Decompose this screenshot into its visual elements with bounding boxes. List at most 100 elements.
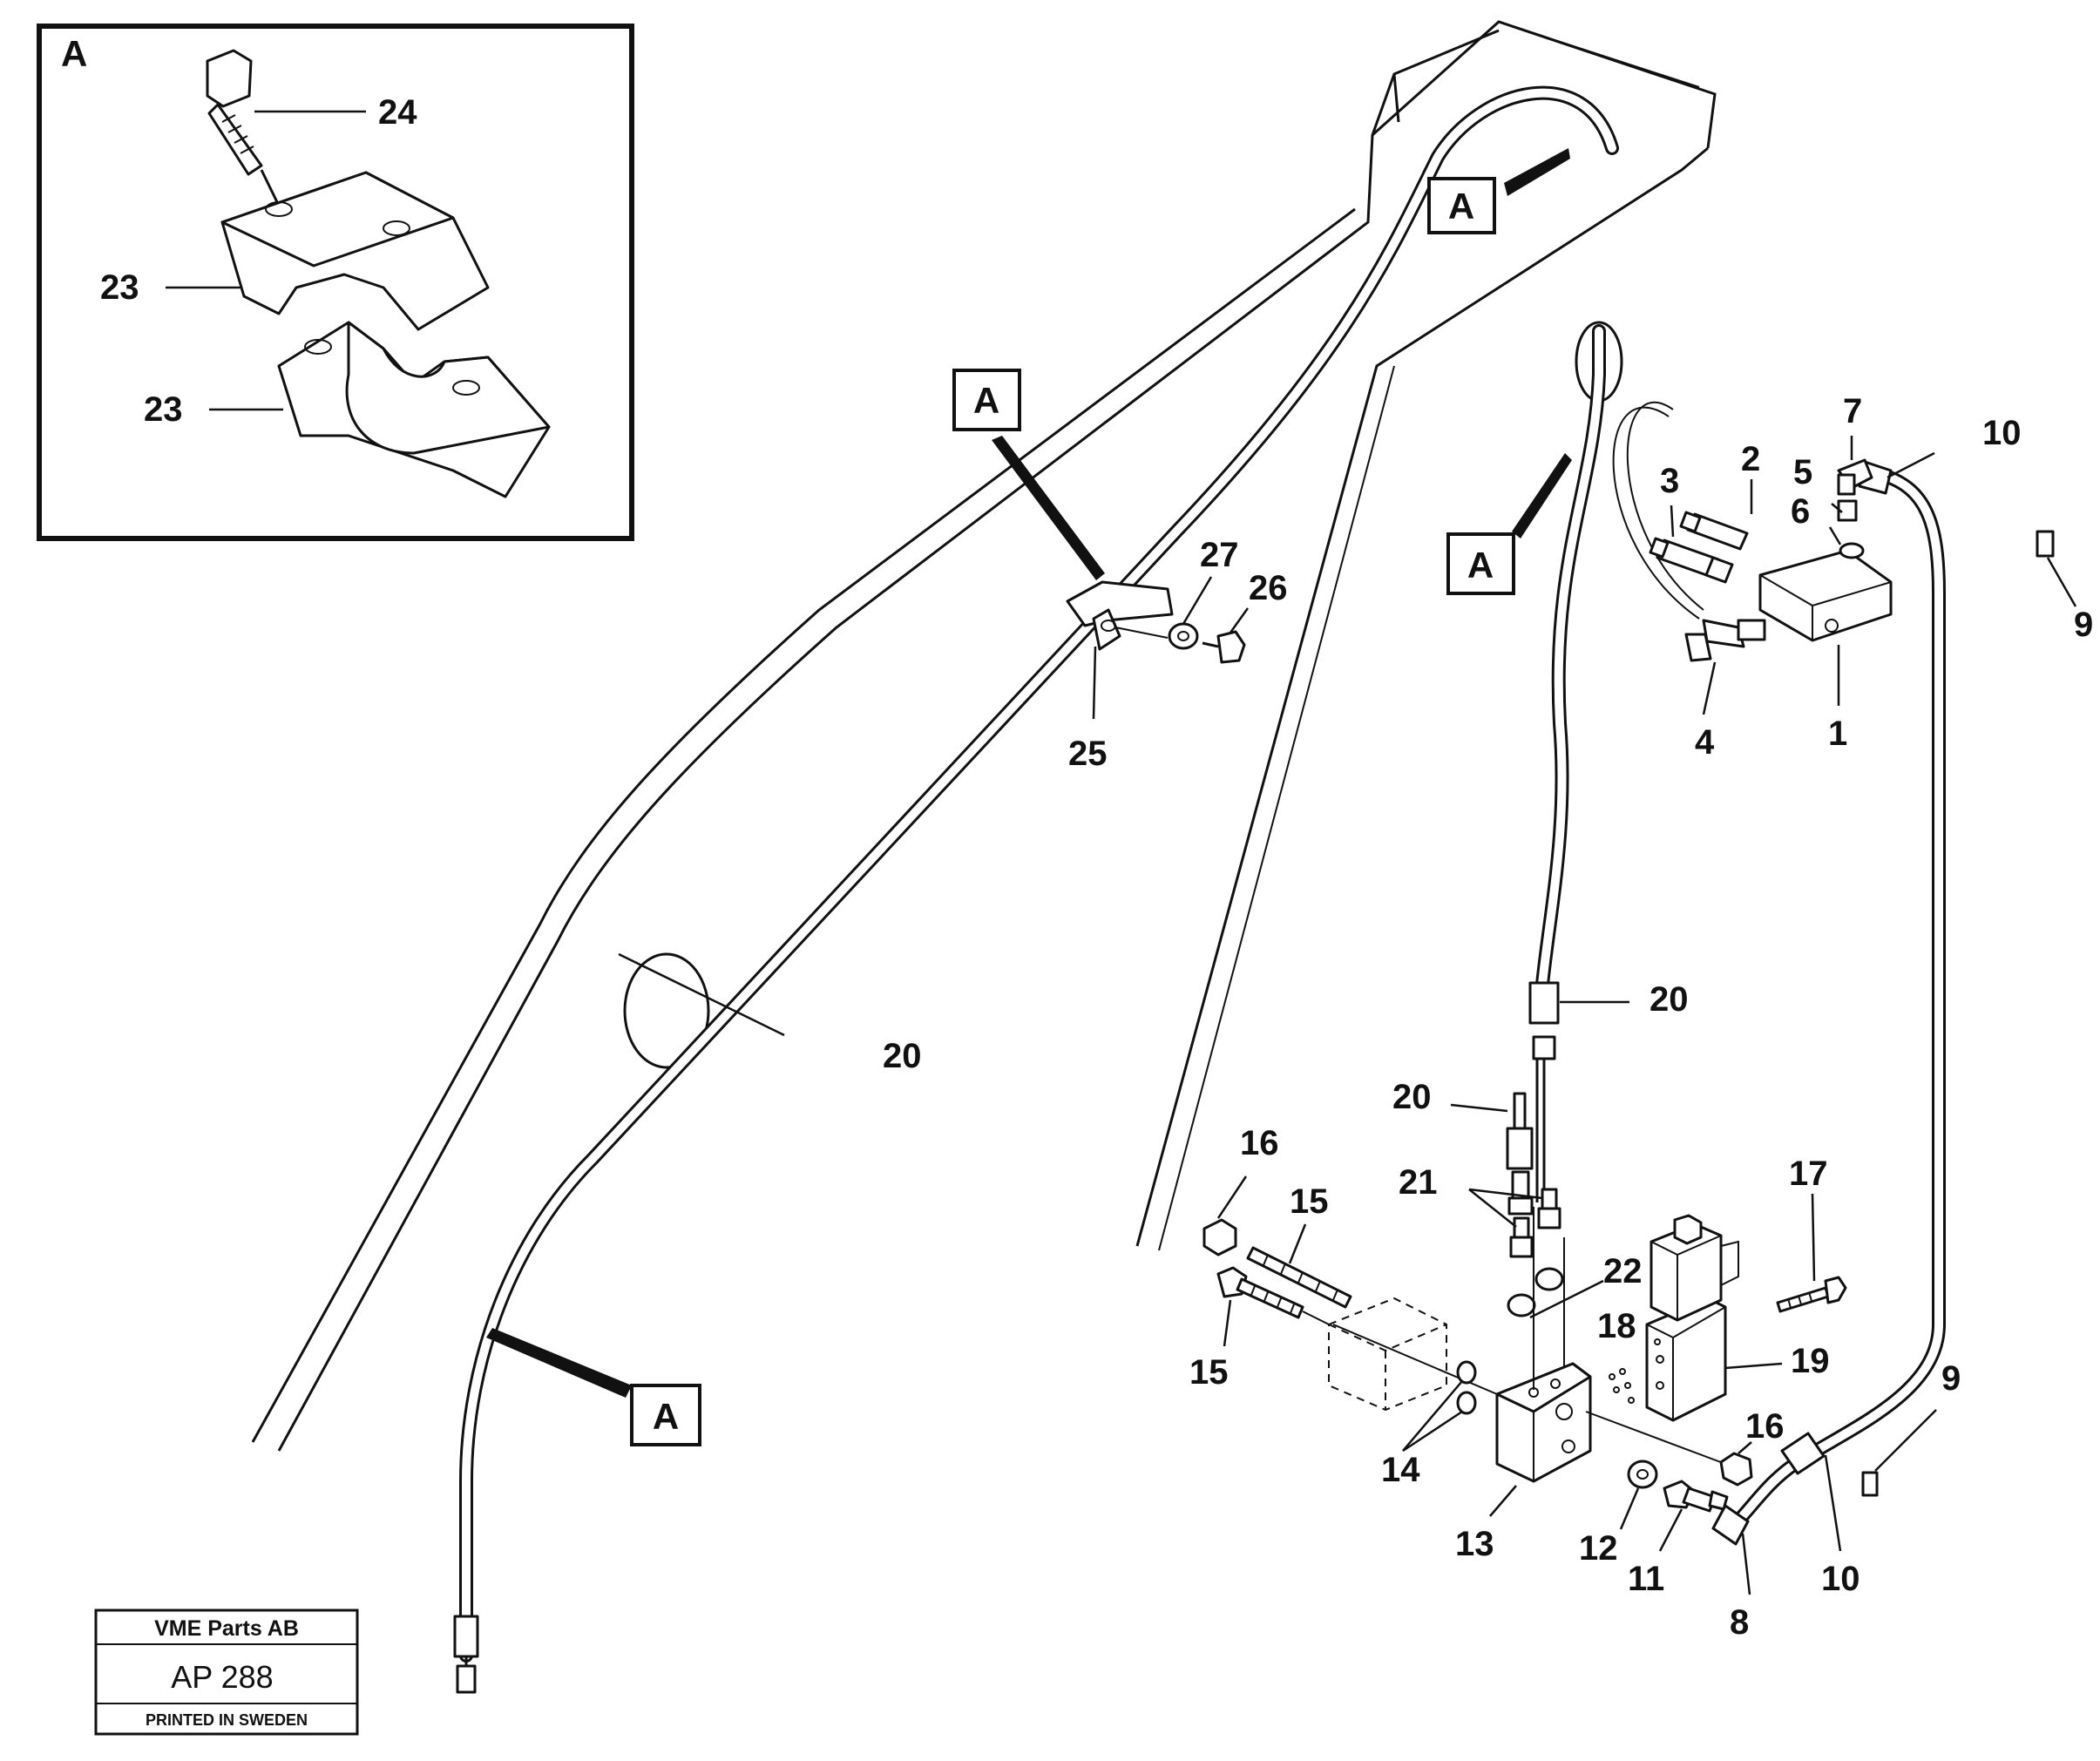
callout-23a: 23 [100, 268, 139, 307]
callout-16a: 16 [1240, 1124, 1279, 1162]
leader-line [618, 952, 785, 1037]
leader-line [1468, 1188, 1543, 1200]
callout-10b: 10 [1821, 1560, 1860, 1598]
leader-line [1738, 1441, 1752, 1454]
leader-line [1468, 1189, 1517, 1228]
oring-icon [1456, 1360, 1477, 1385]
callout-15a: 15 [1290, 1182, 1329, 1221]
hose-fitting [1711, 1504, 1750, 1546]
connector-icon [1684, 619, 1766, 662]
stud-bolt-icon [1246, 1246, 1352, 1309]
callout-5: 5 [1793, 453, 1812, 491]
stamp-company: VME Parts AB [154, 1616, 299, 1641]
callout-21: 21 [1399, 1163, 1438, 1202]
washer-icon [1168, 622, 1199, 650]
assembly-line [1332, 1324, 1498, 1395]
leader-line [1658, 1508, 1683, 1552]
callout-23b: 23 [144, 390, 183, 429]
callout-16b: 16 [1745, 1407, 1785, 1446]
leader-line [1229, 607, 1250, 633]
callout-14: 14 [1381, 1451, 1420, 1489]
svg-text:A: A [653, 1396, 679, 1437]
solenoid-valve-icon [1645, 1214, 1739, 1422]
callout-12: 12 [1579, 1529, 1618, 1568]
callout-19: 17 [1789, 1155, 1828, 1193]
callout-7: 7 [1843, 392, 1862, 430]
leader-line [1288, 1223, 1307, 1264]
svg-text:A: A [973, 380, 999, 421]
oring-icon [1456, 1391, 1477, 1415]
bolt-icon [1216, 1266, 1330, 1325]
leader-line [1402, 1380, 1463, 1452]
hose-20-vertical [1528, 324, 1606, 1202]
leader-line [1874, 1409, 1937, 1472]
inset-detail-a: A 24 23 23 [37, 24, 634, 541]
clamp-half-upper-icon [220, 171, 490, 331]
stamp-box: VME Parts AB AP 288 PRINTED IN SWEDEN [94, 1609, 359, 1736]
callout-25: 25 [1068, 735, 1108, 773]
sensor-icon [1649, 537, 1734, 584]
leader-line [1887, 451, 1935, 479]
stamp-code: AP 288 [171, 1659, 273, 1695]
callout-26: 26 [1249, 569, 1288, 607]
callout-17: 19 [1791, 1342, 1830, 1380]
svg-text:A: A [1467, 545, 1494, 586]
leader-line [1831, 503, 1843, 513]
callout-22: 22 [1603, 1252, 1643, 1290]
washer-icon [1627, 1460, 1658, 1489]
leader-line [1529, 1279, 1604, 1319]
hose-10-right [1711, 460, 1946, 1546]
valve-block-icon [1758, 549, 1893, 642]
oring-set-icon [1609, 1368, 1635, 1404]
clip-icon [1861, 1471, 1879, 1497]
nipple-icon [1537, 1188, 1561, 1229]
callout-9a: 9 [2074, 606, 2093, 644]
hose-fitting [453, 1615, 479, 1658]
washer-icon [1507, 1293, 1536, 1317]
clip-icon [2036, 530, 2055, 558]
bolt-icon [206, 49, 281, 207]
hose-fitting [456, 1664, 477, 1694]
leader-line [1702, 661, 1717, 715]
callout-10a: 10 [1982, 414, 2022, 452]
adapter-icon [1663, 1480, 1729, 1513]
inset-label: A [61, 33, 87, 74]
leader-line [1619, 1487, 1640, 1530]
callout-20b: 20 [1650, 980, 1689, 1019]
fitting-icon [1506, 1092, 1534, 1216]
callout-3: 3 [1660, 462, 1679, 500]
callout-20c: 20 [1392, 1078, 1432, 1116]
nut-icon [1719, 1452, 1753, 1487]
washer-icon [1534, 1267, 1564, 1291]
callout-11: 11 [1628, 1560, 1664, 1598]
hose-fitting [1532, 1035, 1556, 1060]
callout-24: 24 [378, 93, 417, 132]
callout-13: 13 [1455, 1525, 1494, 1563]
leader-line [1402, 1410, 1463, 1453]
leader-line [1182, 576, 1213, 625]
leader-line [1216, 1175, 1248, 1219]
callout-27: 27 [1200, 536, 1239, 574]
leader-line [1828, 526, 1842, 545]
assembly-line [1585, 1411, 1726, 1465]
leader-line [1670, 505, 1675, 538]
leader-line [2046, 557, 2077, 607]
nut-icon [1202, 1218, 1237, 1256]
leader-line [1489, 1485, 1517, 1517]
leader-line [1092, 646, 1097, 720]
boom-hole [623, 952, 710, 1069]
svg-text:A: A [1448, 186, 1474, 227]
nipple-icon [1509, 1216, 1534, 1258]
leader-line [1741, 1533, 1751, 1595]
stamp-printed: PRINTED IN SWEDEN [146, 1711, 308, 1729]
leader-line [1223, 1299, 1232, 1347]
callout-8: 8 [1730, 1603, 1749, 1642]
leader-line [1450, 1103, 1508, 1113]
leader-line [1724, 1362, 1783, 1370]
callout-2: 2 [1741, 440, 1760, 478]
nipple-icon [1837, 499, 1865, 559]
ghost-block-icon [1328, 1297, 1447, 1412]
clamp-half-lower-icon [277, 321, 551, 498]
valve-block-13-icon [1495, 1362, 1592, 1483]
